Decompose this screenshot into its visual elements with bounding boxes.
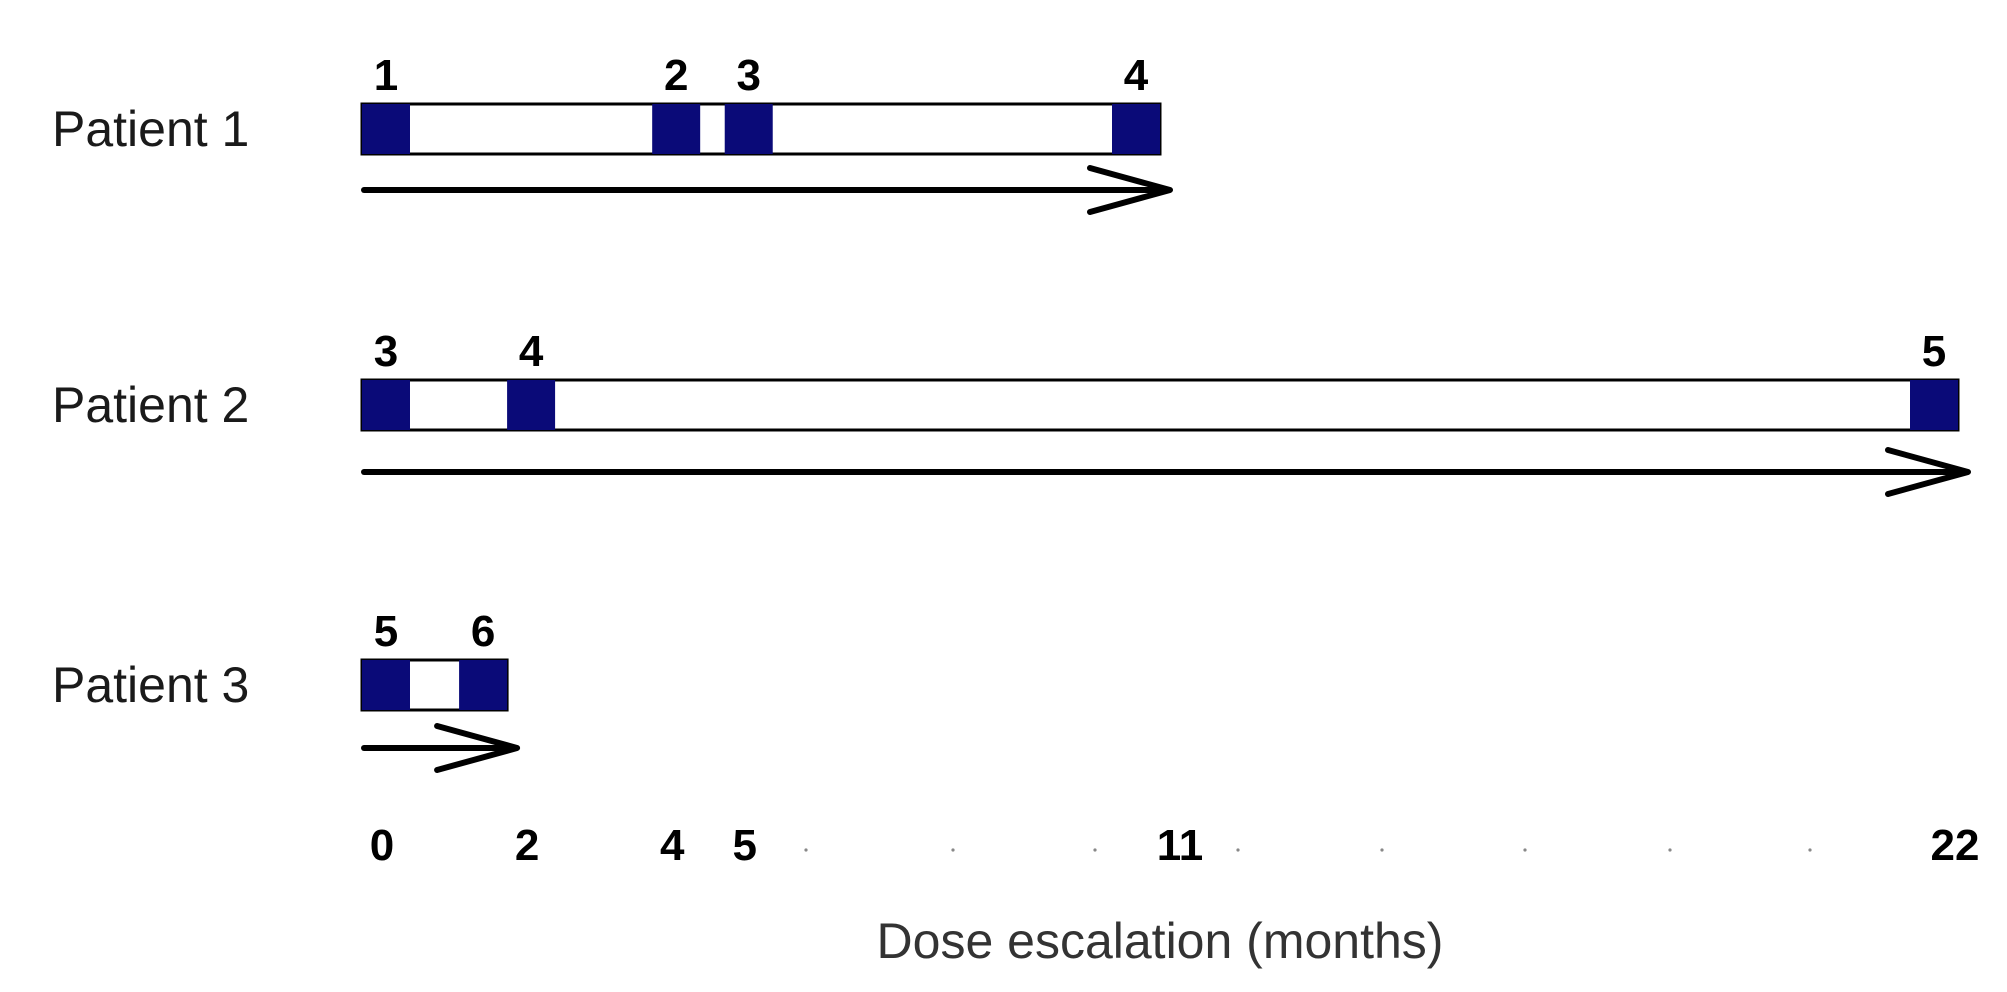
patient-label: Patient 2	[52, 377, 249, 433]
axis-tick-label: 2	[515, 821, 539, 870]
patient-row: Patient 3 5 6	[52, 607, 521, 773]
patient-label: Patient 3	[52, 657, 249, 713]
dose-block	[362, 660, 410, 710]
dose-level-label: 2	[664, 51, 688, 100]
arrow-head-icon	[1885, 447, 1971, 497]
arrow-head-icon	[1087, 165, 1173, 215]
arrow-head-icon	[434, 723, 521, 773]
axis-tick-label: 5	[732, 821, 756, 870]
dose-level-label: 5	[1922, 327, 1946, 376]
patient-label: Patient 1	[52, 101, 249, 157]
axis-tick-label: 4	[660, 821, 685, 870]
axis-dot	[1380, 848, 1384, 852]
axis-dot	[1668, 848, 1672, 852]
dose-block	[1112, 104, 1160, 154]
dose-block	[1910, 380, 1958, 430]
dose-level-label: 4	[519, 327, 544, 376]
axis-dot	[1093, 848, 1097, 852]
dose-block	[459, 660, 508, 710]
axis-title: Dose escalation (months)	[877, 913, 1444, 969]
axis-dot	[1808, 848, 1812, 852]
axis-tick-label: 0	[370, 821, 394, 870]
axis-tick-label: 22	[1931, 821, 1980, 870]
patient-row: Patient 2 3 4 5	[52, 327, 1971, 497]
dose-level-label: 1	[374, 51, 398, 100]
dose-block	[652, 104, 701, 154]
dose-block	[362, 104, 410, 154]
dose-block	[362, 380, 410, 430]
axis-dot	[951, 848, 955, 852]
dose-level-label: 6	[471, 607, 495, 656]
dose-block	[724, 104, 773, 154]
axis-tick-label: 11	[1157, 821, 1204, 870]
dose-level-label: 4	[1124, 51, 1149, 100]
axis-dot	[1523, 848, 1527, 852]
dose-level-label: 5	[374, 607, 398, 656]
dose-block	[507, 380, 556, 430]
axis-dot	[804, 848, 808, 852]
dose-level-label: 3	[736, 51, 760, 100]
dose-level-label: 3	[374, 327, 398, 376]
axis-dot	[1236, 848, 1240, 852]
timeline-bar	[360, 378, 1960, 432]
